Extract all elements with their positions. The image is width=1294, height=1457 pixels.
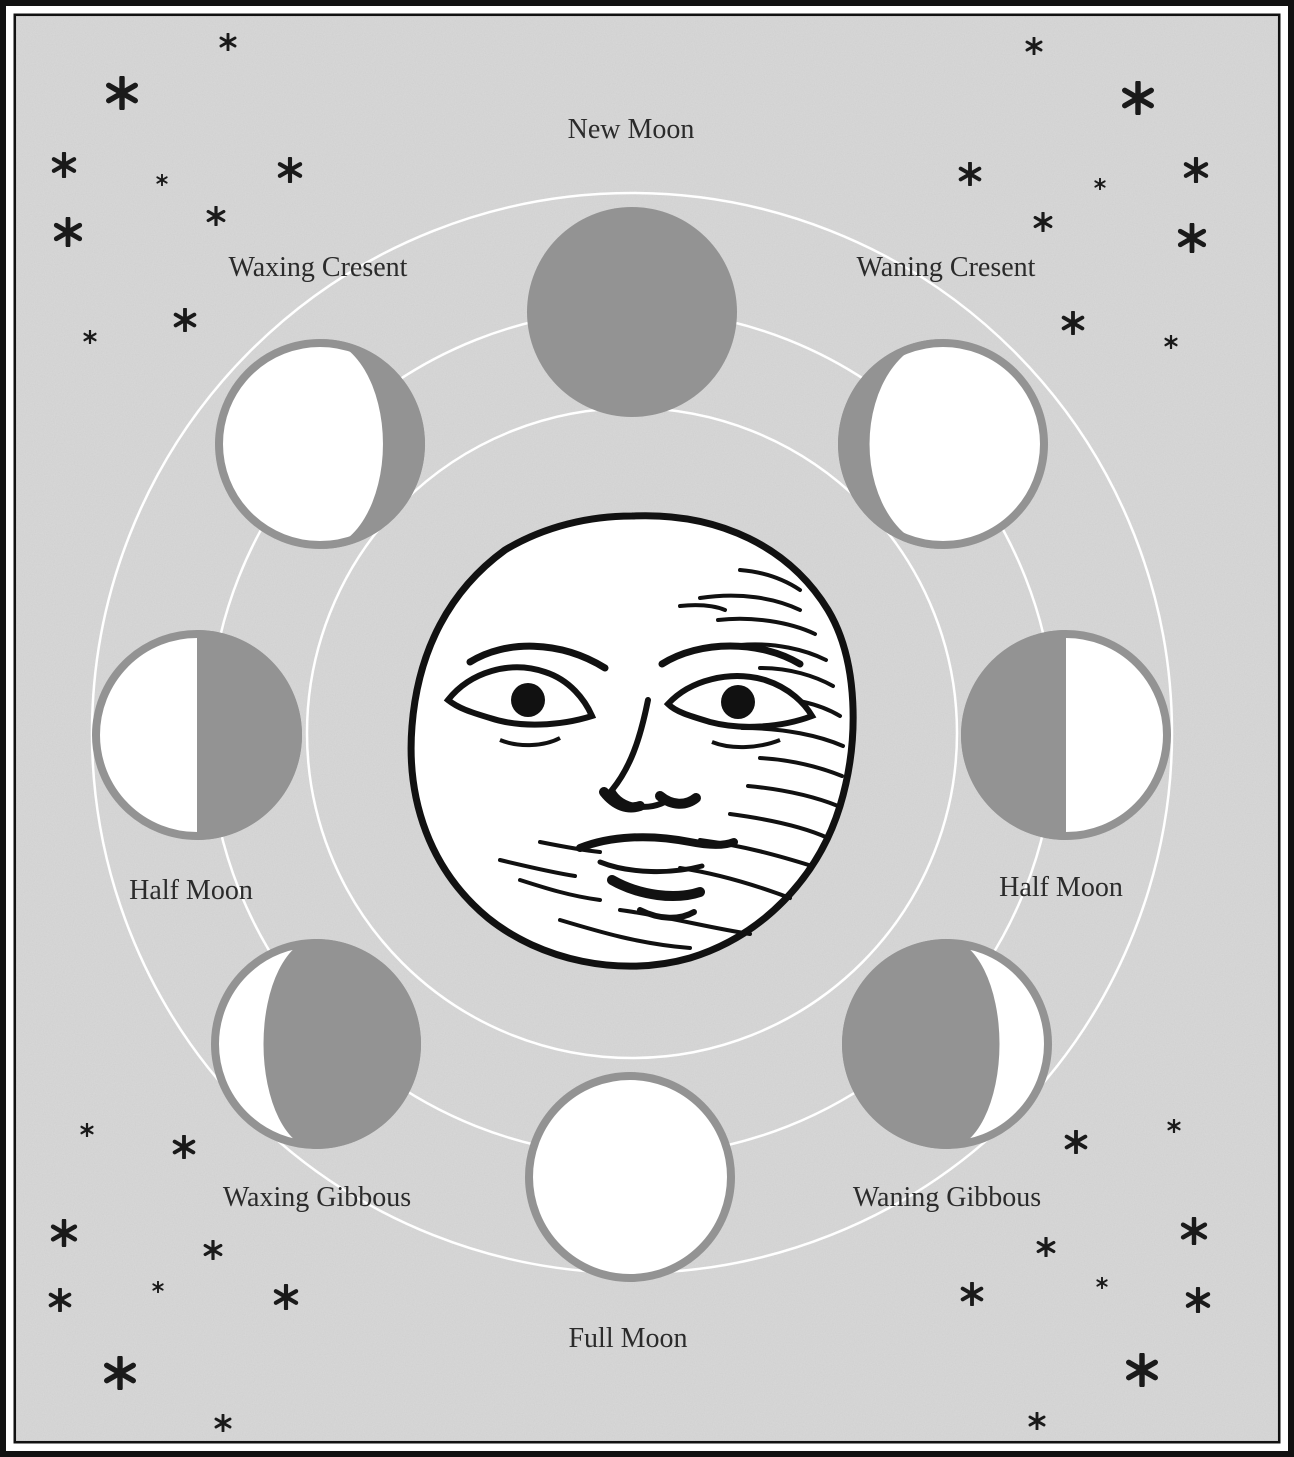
moon-disc <box>527 207 737 417</box>
moon-new-moon <box>527 207 737 417</box>
label-half-moon-right: Half Moon <box>999 872 1123 903</box>
label-waning-cresent: Waning Cresent <box>857 252 1036 283</box>
moon-waning-cresent <box>838 339 1044 549</box>
label-full-moon: Full Moon <box>568 1323 687 1354</box>
label-new-moon: New Moon <box>568 114 695 145</box>
moon-full-moon <box>529 1076 731 1278</box>
moon-half-moon-right <box>961 630 1167 840</box>
moon-waxing-cresent <box>219 339 425 549</box>
moon-waning-gibbous <box>842 939 1048 1149</box>
label-waxing-cresent: Waxing Cresent <box>229 252 408 283</box>
moon-waxing-gibbous <box>215 939 421 1149</box>
moon-face-icon <box>411 516 853 966</box>
moon-half-moon-left <box>96 630 302 840</box>
label-waxing-gibbous: Waxing Gibbous <box>223 1182 411 1213</box>
label-waning-gibbous: Waning Gibbous <box>853 1182 1041 1213</box>
moon-disc <box>529 1076 731 1278</box>
label-half-moon-left: Half Moon <box>129 875 253 906</box>
